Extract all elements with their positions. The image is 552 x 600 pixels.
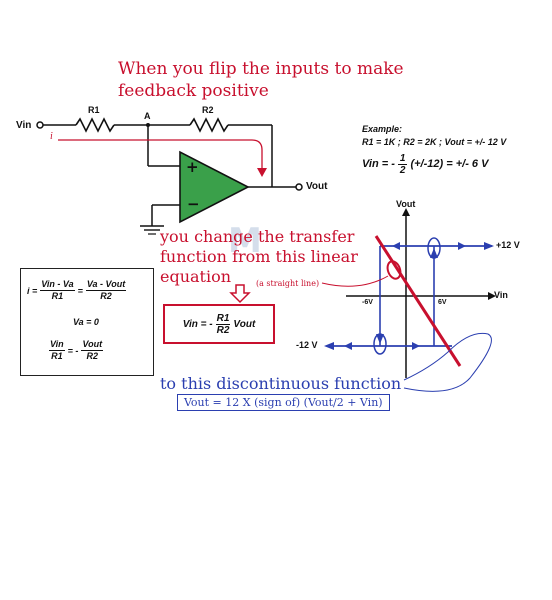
example-vin-rhs: (+/-12) = +/- 6 V xyxy=(410,158,489,170)
eq-frac4: Vout R2 xyxy=(81,339,104,362)
graph-label-plus6: 6V xyxy=(438,299,447,306)
x-axis-arrow xyxy=(488,292,496,300)
r1-resistor xyxy=(75,117,115,133)
example-block: Example: R1 = 1K ; R2 = 2K ; Vout = +/- … xyxy=(362,123,506,176)
eq-va: Va = 0 xyxy=(73,317,99,327)
example-vin-eq: Vin = - 1 2 (+/-12) = +/- 6 V xyxy=(362,153,506,176)
linear-eq-num: R1 xyxy=(215,312,231,325)
graph-label-plus12: +12 V xyxy=(496,240,520,250)
eq-frac1-num: Vin - Va xyxy=(40,279,75,291)
opamp-triangle xyxy=(179,150,250,224)
example-frac-num: 1 xyxy=(397,153,408,165)
label-plus-input: + xyxy=(186,158,199,176)
linear-eq-den: R2 xyxy=(216,324,230,336)
straight-line-red xyxy=(374,235,462,367)
plus12-dir-arrow-2 xyxy=(458,242,466,250)
example-frac-den: 2 xyxy=(399,165,406,176)
label-vin: Vin xyxy=(16,120,32,131)
y-axis-arrow xyxy=(402,208,410,216)
linear-eq-rhs: Vout xyxy=(233,318,256,330)
minus12-dir-arrow xyxy=(344,342,352,350)
annotation-title: When you flip the inputs to make feedbac… xyxy=(118,59,404,101)
transition-left-arrow xyxy=(376,334,384,344)
eq-i: i = xyxy=(27,285,38,296)
example-vin-lhs: Vin = - xyxy=(362,158,395,170)
label-vout: Vout xyxy=(306,181,328,192)
current-path xyxy=(58,139,263,170)
watermark-logo: M xyxy=(228,221,262,261)
vout-formula-box: Vout = 12 X (sign of) (Vout/2 + Vin) xyxy=(177,394,390,411)
vout-terminal xyxy=(295,183,303,191)
linear-eq-frac: R1 R2 xyxy=(215,312,231,336)
current-arrowhead xyxy=(257,168,267,177)
linear-equation-box: Vin = - R1 R2 Vout xyxy=(163,304,275,344)
eq-frac1: Vin - Va R1 xyxy=(40,279,75,302)
pointer-scribble-blue xyxy=(403,332,492,392)
example-fraction: 1 2 xyxy=(397,153,408,176)
down-arrow-red xyxy=(229,284,251,304)
linear-equation: Vin = - R1 R2 Vout xyxy=(165,306,273,342)
eq-frac3-num: Vin xyxy=(49,339,65,351)
eq-frac4-num: Vout xyxy=(81,339,104,351)
graph-label-minus6: -6V xyxy=(362,299,373,306)
pointer-line-red xyxy=(321,275,389,287)
graph-label-vin: Vin xyxy=(494,290,508,300)
annotation-straight-line: (a straight line) xyxy=(256,279,320,288)
annotation-discontinuous: to this discontinuous function xyxy=(160,374,402,393)
plus12-arrow xyxy=(484,242,494,250)
label-minus-input: − xyxy=(187,195,200,213)
eq-frac1-den: R1 xyxy=(51,291,64,301)
ratio-equation: Vin R1 = - Vout R2 xyxy=(49,339,104,362)
minus12-arrow xyxy=(324,342,334,350)
label-r1: R1 xyxy=(88,105,100,115)
eq-equals-neg: = - xyxy=(67,345,79,356)
graph-label-vout: Vout xyxy=(396,199,416,209)
eq-frac4-den: R2 xyxy=(86,351,99,361)
current-equation: i = Vin - Va R1 = Va - Vout R2 xyxy=(27,279,127,302)
r2-resistor xyxy=(189,117,229,133)
plus12-dir-arrow xyxy=(392,242,400,250)
red-circle-marker xyxy=(386,260,402,280)
graph-label-minus12: -12 V xyxy=(296,340,318,350)
eq-frac2-num: Va - Vout xyxy=(85,279,127,291)
minus12-dir-arrow-2 xyxy=(412,342,420,350)
vin-terminal xyxy=(36,121,44,129)
circle-minus12 xyxy=(373,333,387,355)
eq-frac2-den: R2 xyxy=(100,291,112,301)
example-heading: Example: xyxy=(362,124,403,134)
linear-eq-lhs: Vin = - xyxy=(182,318,213,330)
transition-right-arrow xyxy=(430,248,438,258)
label-node-a: A xyxy=(144,111,151,121)
eq-equals: = xyxy=(77,285,83,296)
example-params: R1 = 1K ; R2 = 2K ; Vout = +/- 12 V xyxy=(362,137,507,147)
eq-frac3-den: R1 xyxy=(51,351,63,361)
annotation-change: you change the transfer function from th… xyxy=(160,227,358,286)
eq-frac3: Vin R1 xyxy=(49,339,65,362)
eq-frac2: Va - Vout R2 xyxy=(85,279,127,302)
label-current: i xyxy=(50,131,53,142)
circle-plus12 xyxy=(427,237,441,259)
equations-box: i = Vin - Va R1 = Va - Vout R2 Va = 0 Vi… xyxy=(20,268,154,376)
label-r2: R2 xyxy=(202,105,214,115)
